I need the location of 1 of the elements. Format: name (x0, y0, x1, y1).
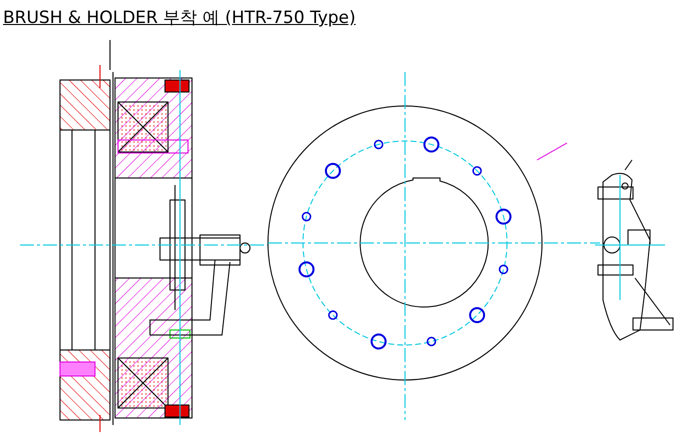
drawing-title: BRUSH & HOLDER 부착 예 (HTR-750 Type) (3, 7, 356, 29)
